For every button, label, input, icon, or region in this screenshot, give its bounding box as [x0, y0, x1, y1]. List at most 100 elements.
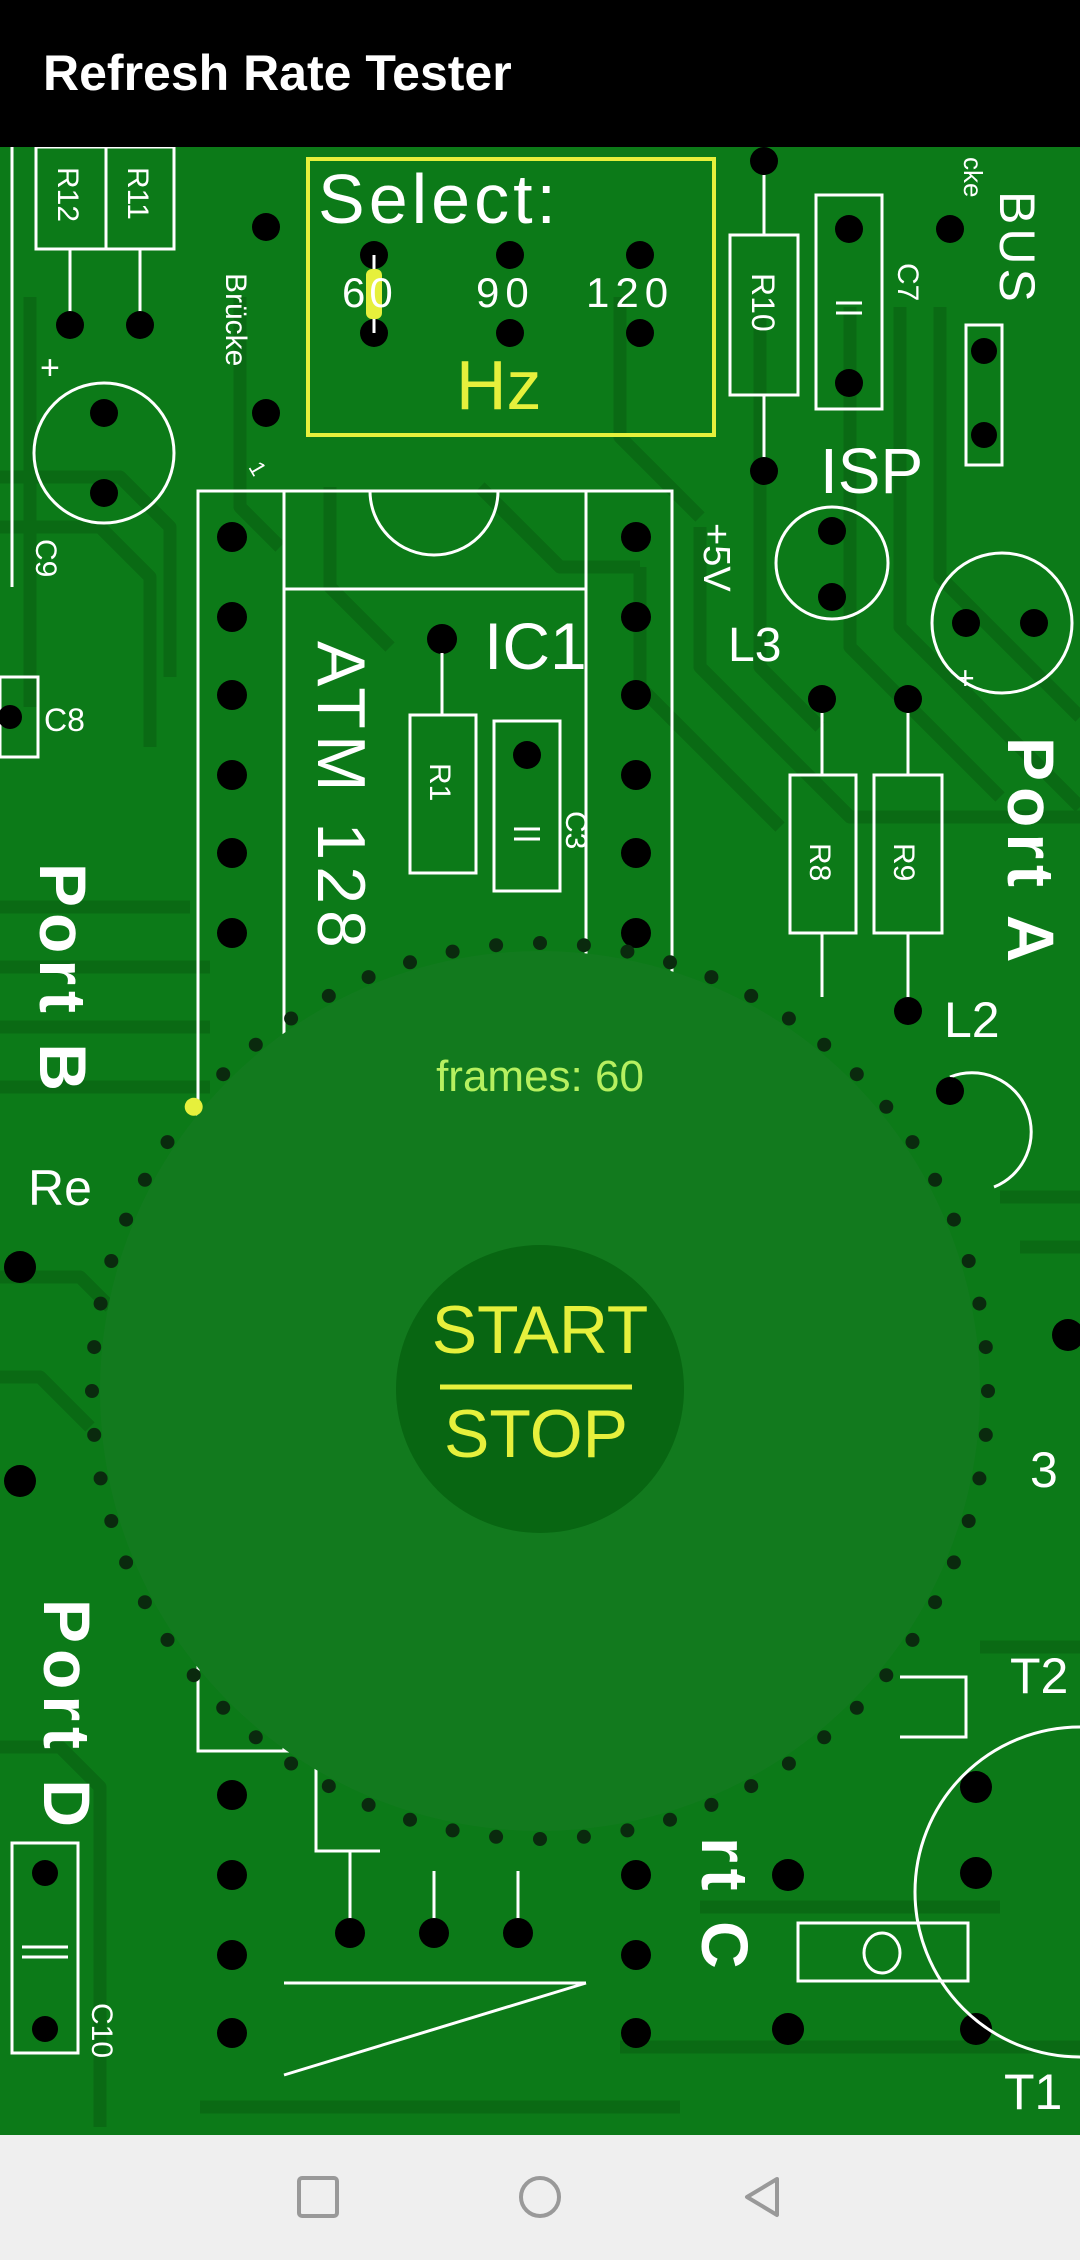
ring-dot — [403, 1812, 417, 1827]
ring-dot — [972, 1296, 987, 1311]
ring-dot — [744, 988, 759, 1003]
ring-dot — [284, 1011, 299, 1026]
label-c10: C10 — [85, 2003, 118, 2058]
ring-dot — [946, 1555, 961, 1570]
ring-dot — [104, 1254, 119, 1268]
label-cke: cke — [958, 157, 988, 197]
label-r10: R10 — [745, 273, 781, 332]
ring-dot — [620, 944, 635, 959]
ring-dot — [445, 944, 460, 959]
label-r9: R9 — [887, 843, 920, 881]
label-port-a: Port A — [994, 737, 1068, 969]
ring-dot — [961, 1514, 976, 1528]
label-r1: R1 — [423, 763, 456, 801]
start-stop-button[interactable]: START STOP — [396, 1245, 684, 1533]
ring-dot — [576, 1829, 591, 1844]
label-l2: L2 — [944, 992, 1000, 1048]
ring-dot — [104, 1514, 119, 1528]
capacitor-c9 — [32, 381, 176, 525]
label-c9: C9 — [29, 539, 62, 577]
svg-text:+: + — [956, 660, 975, 696]
label-t2: T2 — [1010, 1648, 1068, 1704]
ring-dot — [248, 1037, 263, 1052]
option-60[interactable]: 60 — [342, 269, 397, 316]
ring-dot — [87, 1427, 102, 1442]
select-heading: Select: — [318, 160, 560, 238]
triangle-icon — [745, 2177, 779, 2217]
ring-dot — [744, 1779, 759, 1794]
label-isp: ISP — [820, 435, 923, 507]
ring-dot — [928, 1172, 943, 1187]
pcb-traces — [0, 297, 1080, 2127]
ring-dot — [137, 1595, 152, 1610]
label-c7: C7 — [891, 263, 924, 301]
ring-dot — [849, 1067, 864, 1082]
label-ic1: IC1 — [484, 609, 587, 683]
system-navigation-bar — [0, 2135, 1080, 2260]
ring-dot — [781, 1011, 796, 1026]
back-button[interactable] — [722, 2157, 802, 2237]
ring-dot — [119, 1555, 134, 1570]
label-bus: BUS — [989, 191, 1045, 306]
label-port-d: Port D — [30, 1599, 104, 1833]
ring-dot — [87, 1340, 102, 1355]
ring-dot-active — [184, 1097, 203, 1116]
ring-dot — [361, 970, 376, 985]
svg-text:+: + — [40, 349, 60, 387]
ring-dot — [879, 1099, 894, 1114]
app-bar: Refresh Rate Tester — [0, 0, 1080, 147]
recents-button[interactable] — [278, 2157, 358, 2237]
pcb-board: R12 R11 + C9 Brücke 1 Select: 60 90 120 … — [0, 147, 1080, 2135]
capacitor-c7 — [814, 193, 884, 411]
ring-dot — [663, 955, 677, 970]
label-plus5v: +5V — [695, 523, 737, 592]
label-c8: C8 — [44, 702, 85, 738]
ring-dot — [781, 1756, 796, 1771]
ring-dot — [248, 1730, 263, 1745]
ring-dot — [321, 988, 336, 1003]
ring-dot — [489, 1829, 504, 1844]
capacitor-c8 — [0, 675, 40, 759]
ring-dot — [186, 1668, 201, 1683]
ring-dot — [704, 970, 719, 985]
chip-pins — [217, 522, 651, 2048]
ring-dot — [928, 1595, 943, 1610]
ring-dot — [445, 1823, 460, 1838]
stop-label: STOP — [444, 1396, 628, 1472]
frequency-selector[interactable]: Select: 60 90 120 Hz — [306, 157, 716, 437]
label-bruecke: Brücke — [219, 273, 252, 366]
ring-dot — [533, 936, 547, 950]
label-port-b: Port B — [26, 863, 100, 1097]
ring-dot — [972, 1471, 987, 1486]
ring-dot — [160, 1135, 175, 1150]
ring-dot — [321, 1779, 336, 1794]
ring-dot — [620, 1823, 635, 1838]
frame-counter: frames: 60 — [436, 1052, 644, 1101]
ring-dot — [978, 1340, 993, 1355]
ring-dot — [284, 1756, 299, 1771]
option-90[interactable]: 90 — [476, 269, 535, 316]
ring-dot — [817, 1037, 832, 1052]
home-button[interactable] — [500, 2157, 580, 2237]
label-r8: R8 — [803, 843, 836, 881]
square-icon — [297, 2176, 339, 2218]
ring-dot — [85, 1384, 99, 1398]
frame-indicator-ring — [85, 936, 995, 1846]
label-r12: R12 — [51, 167, 84, 222]
ring-dot — [978, 1427, 993, 1442]
label-r11: R11 — [121, 167, 154, 220]
ring-dot — [905, 1632, 920, 1647]
capacitor-c10 — [10, 1841, 80, 2055]
ring-dot — [489, 938, 504, 953]
label-t1: T1 — [1004, 2064, 1062, 2120]
ring-dot — [704, 1797, 719, 1812]
ring-dot — [361, 1797, 376, 1812]
resistor-r1 — [408, 713, 478, 875]
app-title: Refresh Rate Tester — [43, 45, 512, 101]
option-120[interactable]: 120 — [586, 269, 674, 316]
ring-dot — [216, 1067, 231, 1082]
ring-dot — [93, 1471, 108, 1486]
ring-dot — [961, 1254, 976, 1268]
ring-dot — [946, 1212, 961, 1227]
capacitor-c3 — [492, 719, 562, 893]
